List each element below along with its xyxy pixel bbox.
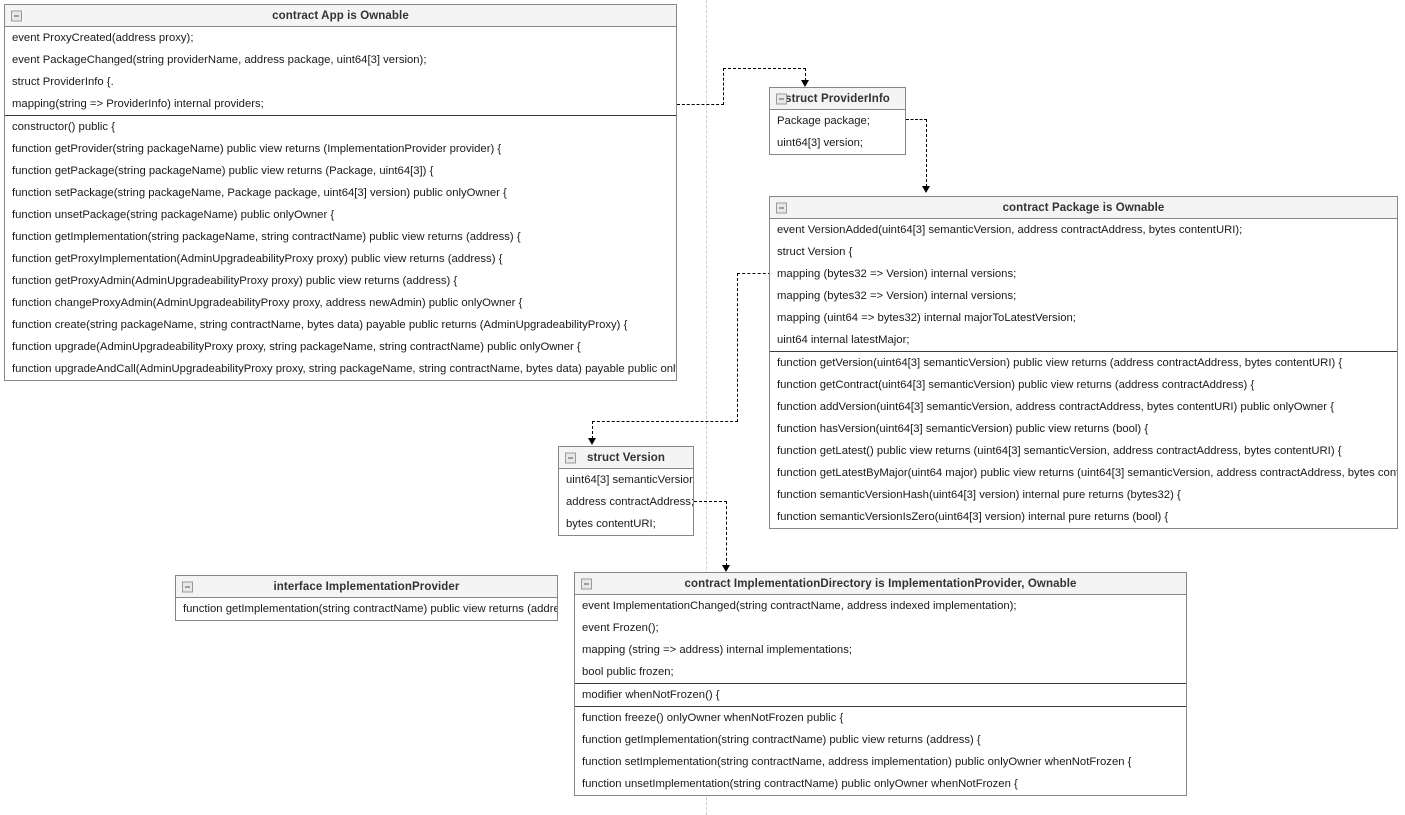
uml-member-row: function getImplementation(string contra… xyxy=(582,734,981,746)
uml-member-row: event VersionAdded(uint64[3] semanticVer… xyxy=(777,224,1243,236)
uml-class-providerinfo-header[interactable]: struct ProviderInfo xyxy=(770,88,905,110)
uml-class-implementationdirectory-title: contract ImplementationDirectory is Impl… xyxy=(684,577,1077,590)
uml-member-row: struct ProviderInfo {. xyxy=(12,76,114,88)
uml-member-row: function upgradeAndCall(AdminUpgradeabil… xyxy=(12,363,676,375)
uml-member-row: function getLatest() public view returns… xyxy=(777,445,1342,457)
uml-class-implementationdirectory[interactable]: contract ImplementationDirectory is Impl… xyxy=(574,572,1187,796)
uml-member-row: uint64 internal latestMajor; xyxy=(777,334,910,346)
uml-member-row: function getProxyImplementation(AdminUpg… xyxy=(12,253,503,265)
uml-member-row: function getProvider(string packageName)… xyxy=(12,143,502,155)
uml-member-row: function getLatestByMajor(uint64 major) … xyxy=(777,467,1397,479)
uml-class-implementationprovider-title: interface ImplementationProvider xyxy=(273,580,460,593)
uml-class-implementationdirectory-attributes: event ImplementationChanged(string contr… xyxy=(575,595,1186,683)
connector-app-to-providerinfo-arrowhead xyxy=(801,80,809,87)
uml-member-row: function changeProxyAdmin(AdminUpgradeab… xyxy=(12,297,523,309)
uml-class-implementationprovider-operations: function getImplementation(string contra… xyxy=(176,598,557,620)
uml-member-row: function getImplementation(string packag… xyxy=(12,231,521,243)
uml-member-row: function semanticVersionHash(uint64[3] v… xyxy=(777,489,1181,501)
uml-class-version-title: struct Version xyxy=(586,451,666,464)
collapse-minus-icon[interactable] xyxy=(776,202,787,213)
uml-class-app-header[interactable]: contract App is Ownable xyxy=(5,5,676,27)
uml-member-row: function getImplementation(string contra… xyxy=(183,603,557,615)
uml-member-row: modifier whenNotFrozen() { xyxy=(582,689,720,701)
connector-providerinfo-to-package-seg1 xyxy=(906,119,927,120)
uml-member-row: bytes contentURI; xyxy=(566,518,656,530)
connector-package-to-version-seg4 xyxy=(592,421,593,439)
connector-package-to-version-seg1 xyxy=(737,273,771,274)
connector-providerinfo-to-package-seg2 xyxy=(926,119,927,187)
uml-member-row: struct Version { xyxy=(777,246,853,258)
uml-member-row: function create(string packageName, stri… xyxy=(12,319,628,331)
uml-class-package-header[interactable]: contract Package is Ownable xyxy=(770,197,1397,219)
uml-member-row: mapping (uint64 => bytes32) internal maj… xyxy=(777,312,1076,324)
uml-class-app-operations: constructor() public { function getProvi… xyxy=(5,115,676,380)
uml-class-package[interactable]: contract Package is Ownable event Versio… xyxy=(769,196,1398,529)
uml-member-row: address contractAddress; xyxy=(566,496,693,508)
collapse-minus-icon[interactable] xyxy=(581,578,592,589)
uml-class-implementationdirectory-modifiers: modifier whenNotFrozen() { xyxy=(575,683,1186,706)
uml-member-row: function semanticVersionIsZero(uint64[3]… xyxy=(777,511,1169,523)
uml-member-row: uint64[3] version; xyxy=(777,137,864,149)
uml-member-row: function freeze() onlyOwner whenNotFroze… xyxy=(582,712,844,724)
page-break-guide-vertical xyxy=(706,0,707,815)
uml-member-row: Package package; xyxy=(777,115,870,127)
uml-member-row: event PackageChanged(string providerName… xyxy=(12,54,427,66)
connector-version-to-impldirectory-seg2 xyxy=(726,501,727,566)
uml-class-package-attributes: event VersionAdded(uint64[3] semanticVer… xyxy=(770,219,1397,351)
connector-providerinfo-to-package-arrowhead xyxy=(922,186,930,193)
uml-member-row: function hasVersion(uint64[3] semanticVe… xyxy=(777,423,1149,435)
uml-class-version[interactable]: struct Version uint64[3] semanticVersion… xyxy=(558,446,694,536)
uml-class-package-operations: function getVersion(uint64[3] semanticVe… xyxy=(770,351,1397,528)
uml-member-row: function setImplementation(string contra… xyxy=(582,756,1132,768)
uml-member-row: event ProxyCreated(address proxy); xyxy=(12,32,194,44)
uml-member-row: constructor() public { xyxy=(12,121,115,133)
collapse-minus-icon[interactable] xyxy=(565,452,576,463)
connector-app-to-providerinfo-seg4 xyxy=(805,68,806,81)
uml-class-providerinfo-attributes: Package package; uint64[3] version; xyxy=(770,110,905,154)
uml-class-providerinfo[interactable]: struct ProviderInfo Package package; uin… xyxy=(769,87,906,155)
uml-class-implementationprovider-header[interactable]: interface ImplementationProvider xyxy=(176,576,557,598)
uml-member-row: mapping(string => ProviderInfo) internal… xyxy=(12,98,264,110)
connector-version-to-impldirectory-seg1 xyxy=(694,501,727,502)
uml-class-providerinfo-title: struct ProviderInfo xyxy=(785,92,890,105)
uml-member-row: function getProxyAdmin(AdminUpgradeabili… xyxy=(12,275,458,287)
uml-class-package-title: contract Package is Ownable xyxy=(1002,201,1165,214)
uml-member-row: function unsetImplementation(string cont… xyxy=(582,778,1018,790)
uml-member-row: uint64[3] semanticVersion; xyxy=(566,474,693,486)
collapse-minus-icon[interactable] xyxy=(11,10,22,21)
uml-class-implementationdirectory-operations: function freeze() onlyOwner whenNotFroze… xyxy=(575,706,1186,795)
connector-app-to-providerinfo-seg3 xyxy=(723,68,806,69)
uml-member-row: event Frozen(); xyxy=(582,622,659,634)
uml-class-app-attributes: event ProxyCreated(address proxy); event… xyxy=(5,27,676,115)
uml-class-version-attributes: uint64[3] semanticVersion; address contr… xyxy=(559,469,693,535)
uml-member-row: function upgrade(AdminUpgradeabilityProx… xyxy=(12,341,581,353)
uml-class-implementationdirectory-header[interactable]: contract ImplementationDirectory is Impl… xyxy=(575,573,1186,595)
collapse-minus-icon[interactable] xyxy=(776,93,787,104)
uml-member-row: function getPackage(string packageName) … xyxy=(12,165,434,177)
uml-class-version-header[interactable]: struct Version xyxy=(559,447,693,469)
uml-class-app[interactable]: contract App is Ownable event ProxyCreat… xyxy=(4,4,677,381)
uml-member-row: mapping (string => address) internal imp… xyxy=(582,644,853,656)
connector-version-to-impldirectory-arrowhead xyxy=(722,565,730,572)
connector-app-to-providerinfo-seg1 xyxy=(677,104,724,105)
connector-app-to-providerinfo-seg2 xyxy=(723,68,724,105)
connector-package-to-version-seg3 xyxy=(592,421,738,422)
uml-member-row: function getVersion(uint64[3] semanticVe… xyxy=(777,357,1343,369)
uml-member-row: bool public frozen; xyxy=(582,666,674,678)
uml-member-row: function addVersion(uint64[3] semanticVe… xyxy=(777,401,1334,413)
collapse-minus-icon[interactable] xyxy=(182,581,193,592)
uml-member-row: function unsetPackage(string packageName… xyxy=(12,209,335,221)
uml-member-row: event ImplementationChanged(string contr… xyxy=(582,600,1017,612)
uml-member-row: function setPackage(string packageName, … xyxy=(12,187,507,199)
uml-member-row: mapping (bytes32 => Version) internal ve… xyxy=(777,290,1017,302)
connector-package-to-version-seg2 xyxy=(737,273,738,422)
uml-class-app-title: contract App is Ownable xyxy=(272,9,409,22)
uml-member-row: mapping (bytes32 => Version) internal ve… xyxy=(777,268,1017,280)
uml-member-row: function getContract(uint64[3] semanticV… xyxy=(777,379,1255,391)
connector-package-to-version-arrowhead xyxy=(588,438,596,445)
uml-class-implementationprovider[interactable]: interface ImplementationProvider functio… xyxy=(175,575,558,621)
